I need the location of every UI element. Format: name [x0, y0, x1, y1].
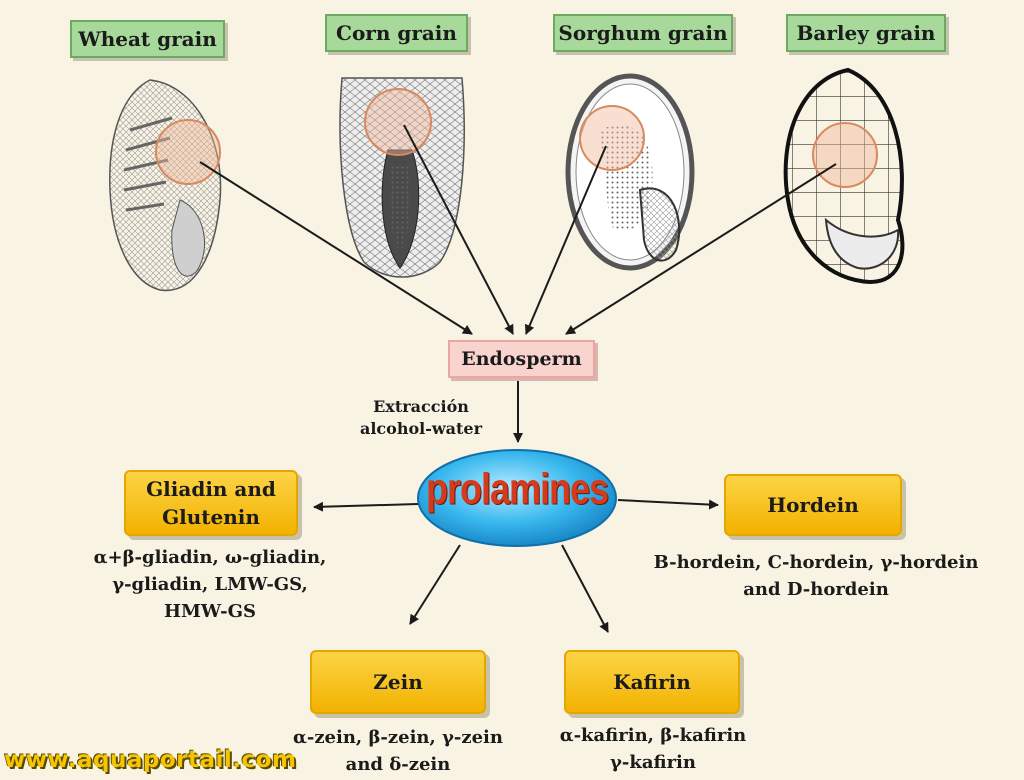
gliadin-sub-3: HMW-GS [163, 601, 256, 622]
zein-sub-1: α-zein, β-zein, γ-zein [293, 727, 503, 748]
sorghum-grain-image [565, 73, 695, 271]
gliadin-line-1: Gliadin and [146, 477, 276, 501]
hordein-sub-1: B-hordein, C-hordein, γ-hordein [653, 552, 979, 573]
kafirin-subtypes: α-kafirin, β-kafirin γ-kafirin [538, 722, 768, 776]
endosperm-box: Endosperm [448, 340, 595, 378]
extraction-note: Extracción alcohol-water [352, 396, 490, 440]
watermark-link[interactable]: www.aquaportail.com [4, 747, 297, 773]
arrow-corn-to-endosperm [403, 124, 514, 335]
wheat-grain-label: Wheat grain [70, 20, 225, 58]
gliadin-subtypes: α+β-gliadin, ω-gliadin, γ-gliadin, LMW-G… [60, 544, 360, 625]
barley-grain-image [783, 67, 905, 285]
zein-sub-2: and δ-zein [345, 754, 451, 775]
extraction-line-2: alcohol-water [359, 419, 483, 438]
gliadin-glutenin-box: Gliadin and Glutenin [124, 470, 298, 536]
prolamines-ellipse [417, 449, 617, 547]
gliadin-sub-2: γ-gliadin, LMW-GS, [112, 574, 308, 595]
sorghum-grain-label: Sorghum grain [553, 14, 733, 52]
arrow-to-zein [409, 544, 461, 625]
gliadin-line-2: Glutenin [162, 505, 260, 529]
arrow-to-hordein [617, 499, 719, 510]
wheat-grain-image [109, 79, 222, 292]
gliadin-sub-1: α+β-gliadin, ω-gliadin, [93, 547, 327, 568]
prolamines-label: prolamines [425, 463, 609, 513]
barley-grain-label: Barley grain [786, 14, 946, 52]
kafirin-sub-2: γ-kafirin [610, 752, 696, 773]
kafirin-sub-1: α-kafirin, β-kafirin [559, 725, 747, 746]
arrow-to-kafirin [561, 544, 609, 633]
corn-grain-label: Corn grain [325, 14, 468, 52]
corn-grain-image [339, 77, 465, 278]
hordein-subtypes: B-hordein, C-hordein, γ-hordein and D-ho… [632, 549, 1000, 603]
arrow-to-gliadin [313, 501, 419, 512]
arrow-wheat-to-endosperm [199, 161, 473, 335]
zein-subtypes: α-zein, β-zein, γ-zein and δ-zein [268, 724, 528, 778]
kafirin-box: Kafirin [564, 650, 740, 714]
extraction-line-1: Extracción [373, 397, 469, 416]
hordein-box: Hordein [724, 474, 902, 536]
arrow-barley-to-endosperm [565, 163, 837, 335]
zein-box: Zein [310, 650, 486, 714]
hordein-sub-2: and D-hordein [743, 579, 889, 600]
arrow-sorghum-to-endosperm [524, 145, 607, 335]
